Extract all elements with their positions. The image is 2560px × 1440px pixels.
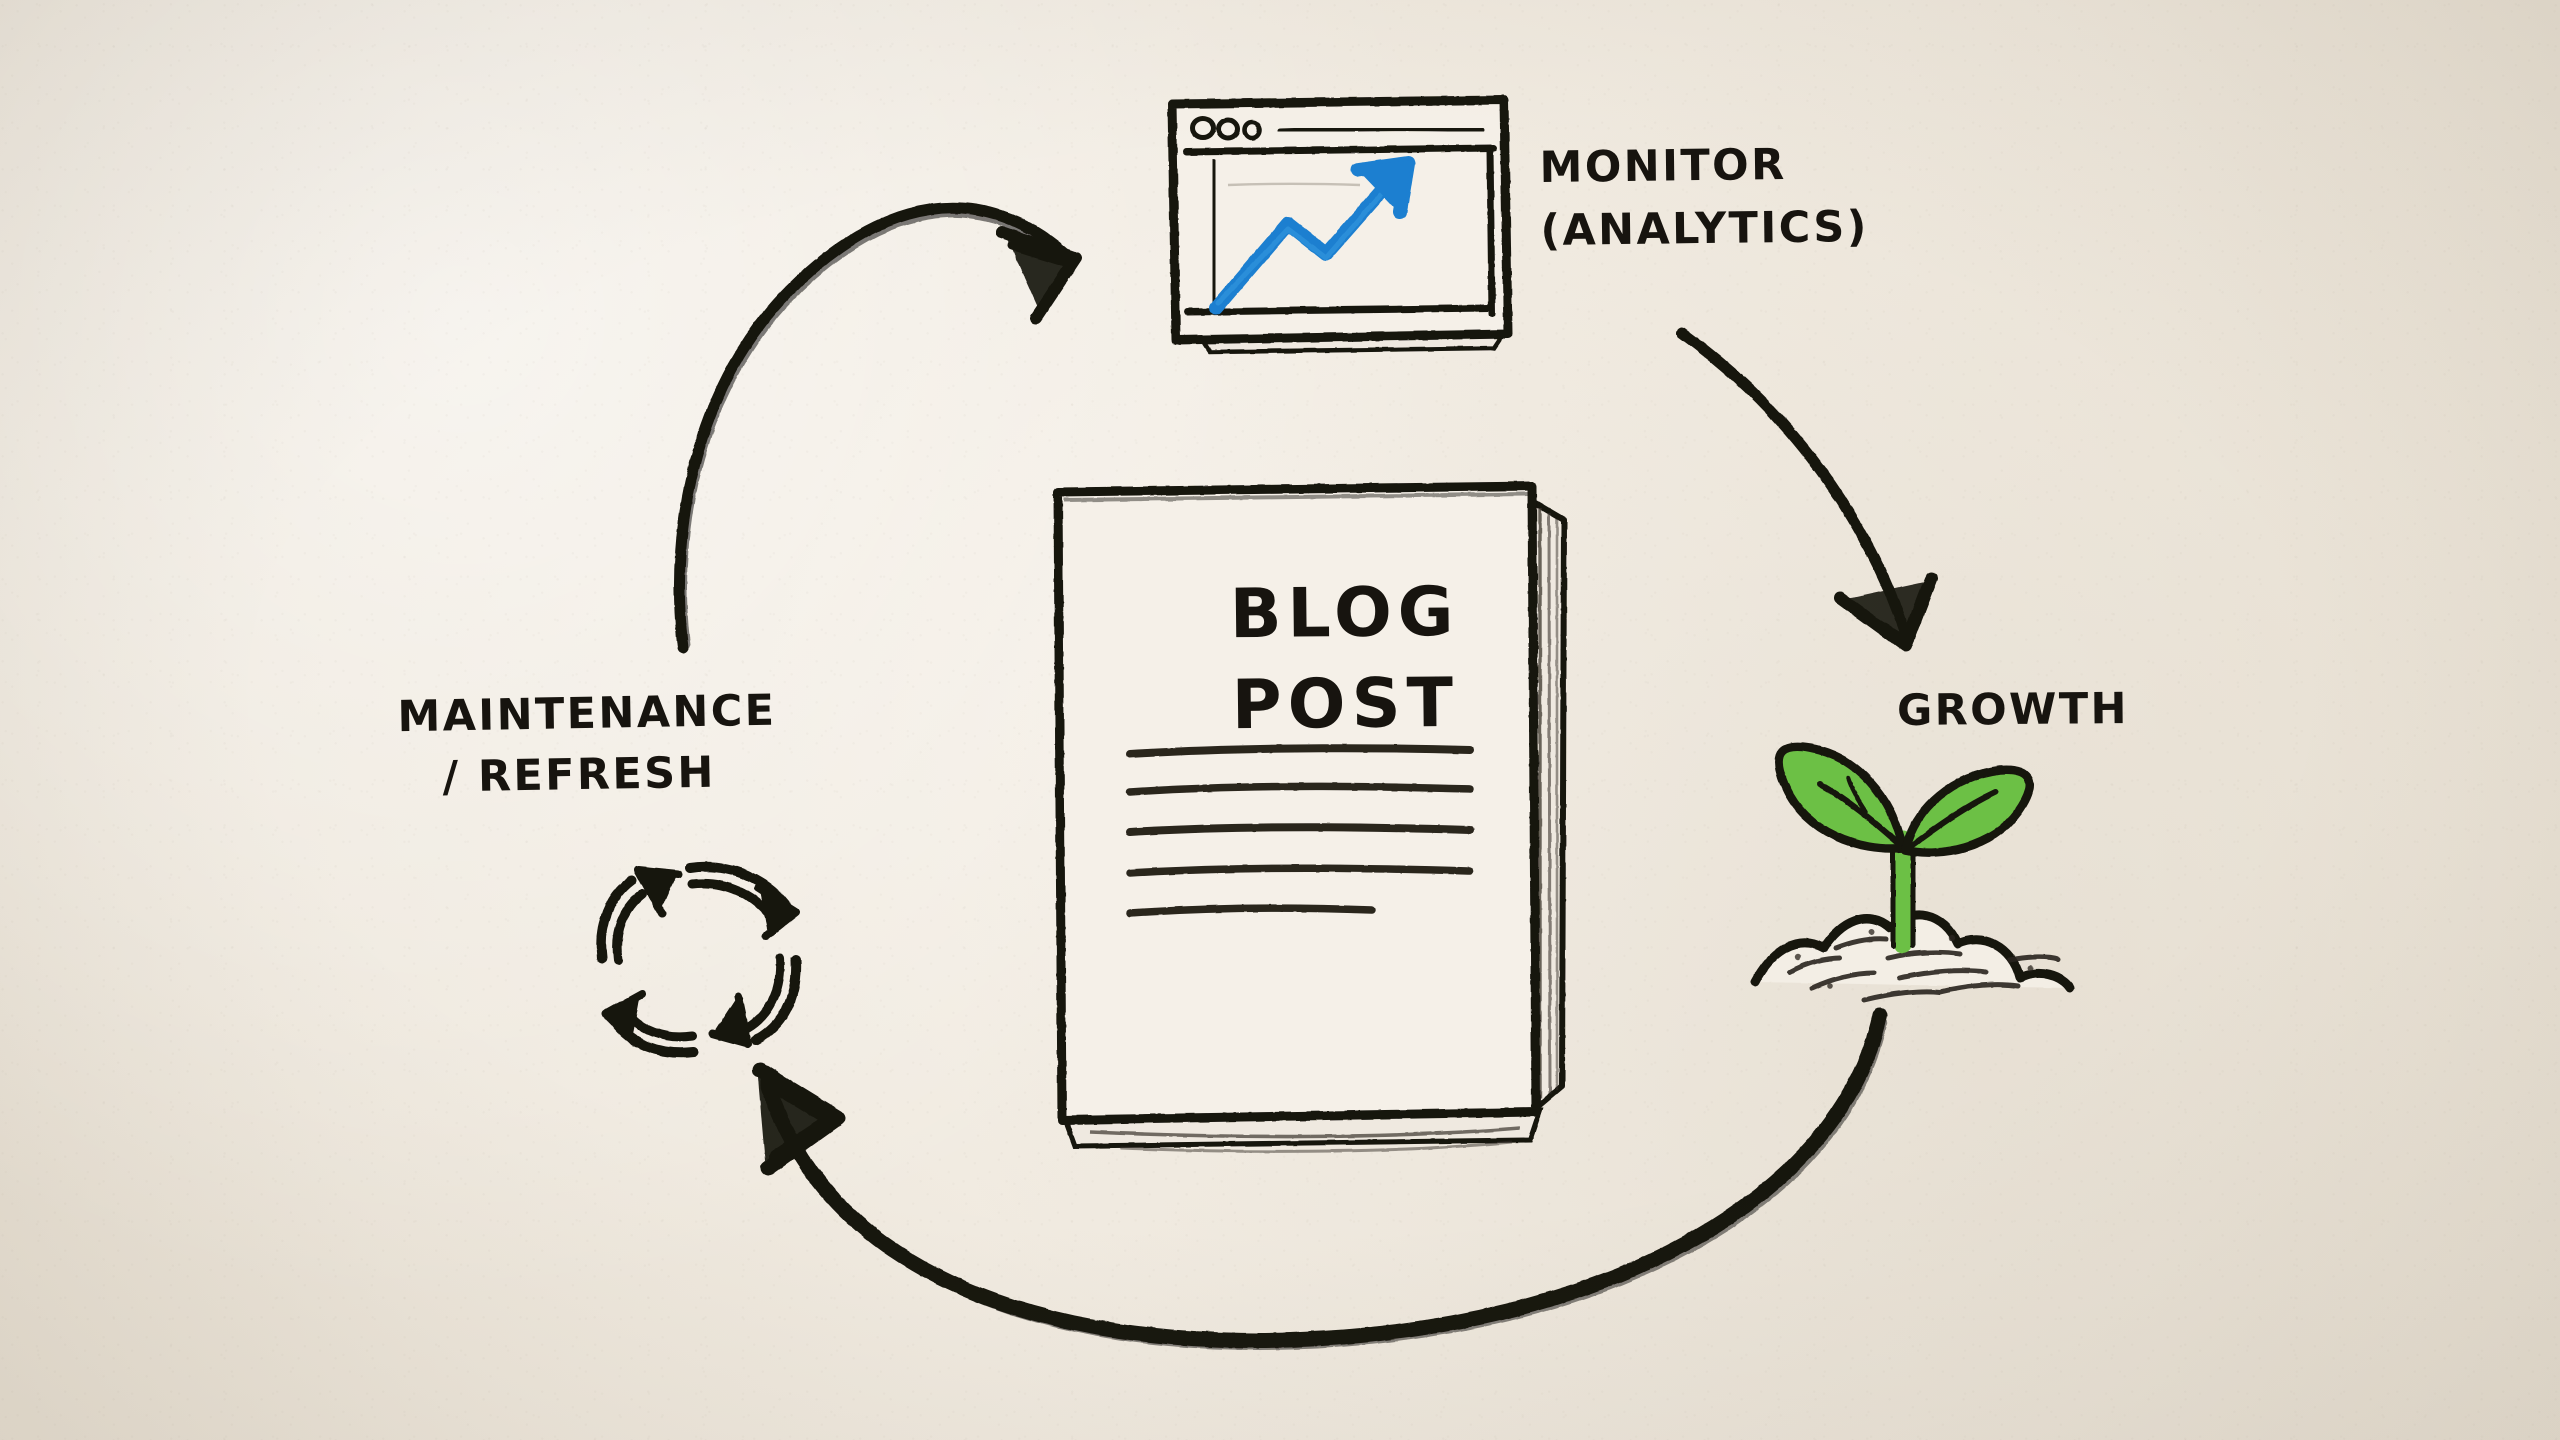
sprout-seedling-icon xyxy=(1750,742,2075,1003)
chart-axes xyxy=(1210,159,1218,311)
soil-mound xyxy=(1750,910,2075,1003)
node-label-growth: GROWTH xyxy=(1896,683,2130,737)
document-title-line2: POST xyxy=(1231,663,1460,746)
browser-traffic-lights xyxy=(1190,116,1262,141)
sprout-leaf-left xyxy=(1774,742,1908,853)
node-label-monitor: MONITOR (ANALYTICS) xyxy=(1539,139,1870,256)
document-title: BLOG POST xyxy=(1154,572,1536,746)
sprout-leaf-right xyxy=(1900,765,2034,857)
node-label-maintenance-line1: MAINTENANCE xyxy=(397,685,777,743)
document-title-line1: BLOG xyxy=(1229,572,1460,655)
blog-post-document xyxy=(1053,481,1567,1153)
node-label-monitor-line1: MONITOR xyxy=(1539,139,1787,194)
sprout-stem xyxy=(1890,830,1916,954)
node-label-monitor-line2: (ANALYTICS) xyxy=(1540,201,1870,256)
connector-maintenance-to-monitor xyxy=(673,202,1082,654)
document-ruled-lines xyxy=(1126,744,1474,917)
analytics-trend-arrow xyxy=(1209,156,1415,315)
browser-window-analytics-icon xyxy=(1167,95,1513,355)
node-label-growth-line1: GROWTH xyxy=(1896,683,2130,737)
circular-refresh-arrows-icon xyxy=(596,861,802,1058)
connector-monitor-to-growth xyxy=(1676,327,1938,652)
node-label-maintenance: MAINTENANCE / REFRESH xyxy=(397,685,778,803)
browser-url-bar xyxy=(1277,126,1485,134)
node-label-maintenance-line2: / REFRESH xyxy=(442,747,717,803)
connector-growth-to-maintenance xyxy=(752,1007,1888,1350)
